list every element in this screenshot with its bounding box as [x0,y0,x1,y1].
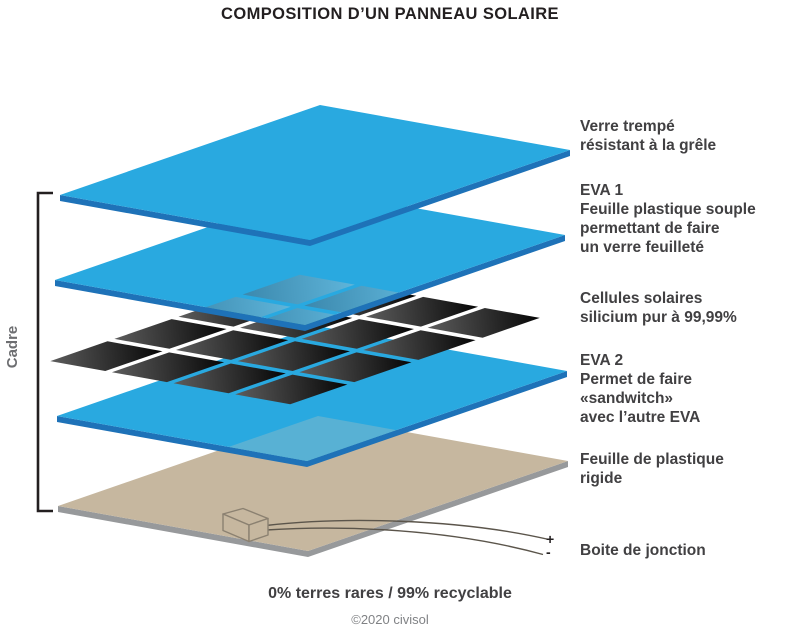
label-solar-cells: Cellules solaires silicium pur à 99,99% [580,290,737,326]
solar-cell [176,330,289,360]
glass-layer-edge [60,150,570,246]
minus-terminal-label: - [546,544,551,560]
eva2-layer-edge [57,371,567,467]
solar-cell [111,352,225,383]
solar-cell [301,319,414,349]
solar-cell [173,363,286,394]
copyright: ©2020 civisol [351,612,429,627]
box-side [248,517,269,543]
frame-bracket [36,191,53,513]
junction-box-body [222,507,269,543]
cell-shadow [242,274,355,305]
solar-cell [427,308,540,338]
solar-cell [365,296,479,327]
solar-cell [235,374,348,405]
eva1-layer-edge [55,235,565,331]
glass-layer [60,105,570,246]
page-title: COMPOSITION D’UN PANNEAU SOLAIRE [221,5,559,23]
solar-cell [50,341,163,371]
label-rigid-backsheet: Feuille de plastique rigide [580,451,724,487]
label-eva-2: EVA 2 Permet de faire «sandwitch» avec l… [580,352,701,426]
eva1-layer-face [55,190,565,325]
wire-plus [265,519,550,541]
wire-minus [265,527,544,556]
solar-cell [299,352,412,383]
plus-terminal-label: + [546,531,555,547]
junction-box [222,507,550,556]
footer-claim: 0% terres rares / 99% recyclable [268,585,512,602]
label-eva-1: EVA 1 Feuille plastique souple permettan… [580,182,756,256]
solar-cell [363,330,476,360]
backsheet-layer [58,416,568,557]
cell-shadow [240,308,353,325]
backsheet-layer-edge [58,461,568,557]
backsheet-layer-face [58,416,568,551]
cell-shadow [304,285,417,316]
glass-layer-face [60,105,570,240]
frame-label: Cadre [4,325,21,369]
eva1-layer [55,190,565,331]
label-junction-box: Boite de jonction [580,542,706,559]
solar-cell [237,341,350,371]
solar-cell [114,319,227,349]
label-tempered-glass: Verre trempé résistant à la grêle [580,118,717,154]
